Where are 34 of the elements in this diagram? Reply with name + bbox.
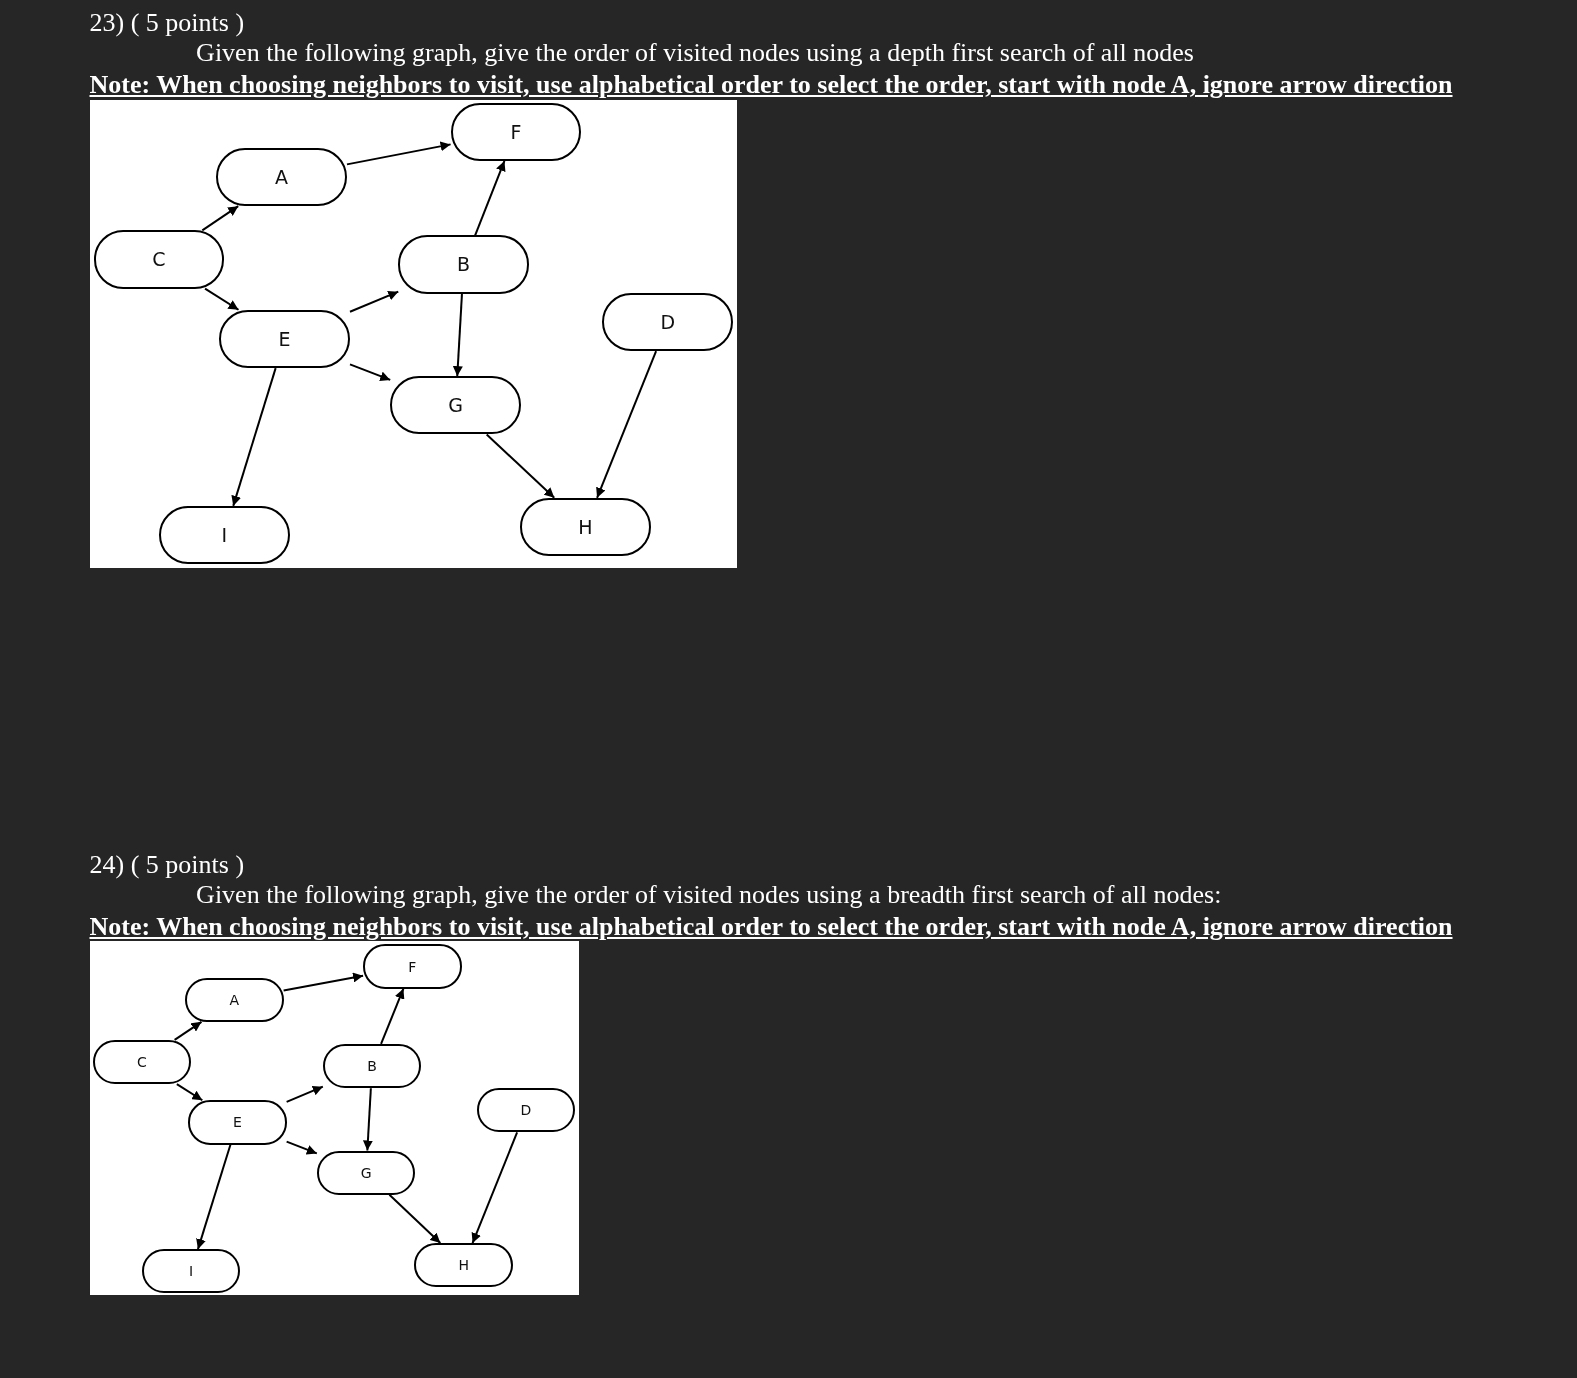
arrow <box>285 1085 324 1103</box>
question-number: 24) ( 5 points ) <box>89 849 245 880</box>
arrow <box>362 1087 373 1152</box>
arrow <box>201 205 240 232</box>
arrow <box>471 1131 519 1245</box>
arrow <box>175 1083 204 1102</box>
rounded-node: B <box>398 235 529 294</box>
arrow <box>485 433 556 499</box>
arrow <box>204 287 240 311</box>
arrow <box>231 367 277 507</box>
arrow <box>474 159 506 237</box>
rounded-node: H <box>414 1243 513 1288</box>
question-text: Given the following graph, give the order of visited nodes using a depth first search of all nodes <box>196 38 1194 69</box>
rounded-node: E <box>188 1100 287 1145</box>
rounded-node: F <box>363 944 462 989</box>
rounded-node: I <box>141 1249 241 1294</box>
rounded-node: C <box>93 230 225 289</box>
rounded-node: G <box>390 376 521 435</box>
question-text: Given the following graph, give the order of visited nodes using a breadth first search of all nodes: <box>196 880 1222 910</box>
arrow <box>285 1140 318 1155</box>
rounded-node: D <box>476 1088 576 1133</box>
arrow <box>452 292 463 378</box>
arrow <box>346 141 452 166</box>
arrow <box>349 363 392 381</box>
arrow <box>196 1143 232 1251</box>
note-text: Note: When choosing neighbors to visit, use alphabetical order to select the order, start with node A, ignore arrow direction <box>89 70 1453 101</box>
arrow <box>282 972 365 992</box>
arrow <box>173 1020 203 1041</box>
question-number: 23) ( 5 points ) <box>89 8 245 39</box>
arrow <box>349 290 400 313</box>
arrow <box>380 987 405 1045</box>
arrow <box>388 1193 442 1245</box>
arrow <box>596 350 658 499</box>
note-text: Note: When choosing neighbors to visit, use alphabetical order to select the order, start with node A, ignore arrow direction <box>89 912 1453 943</box>
